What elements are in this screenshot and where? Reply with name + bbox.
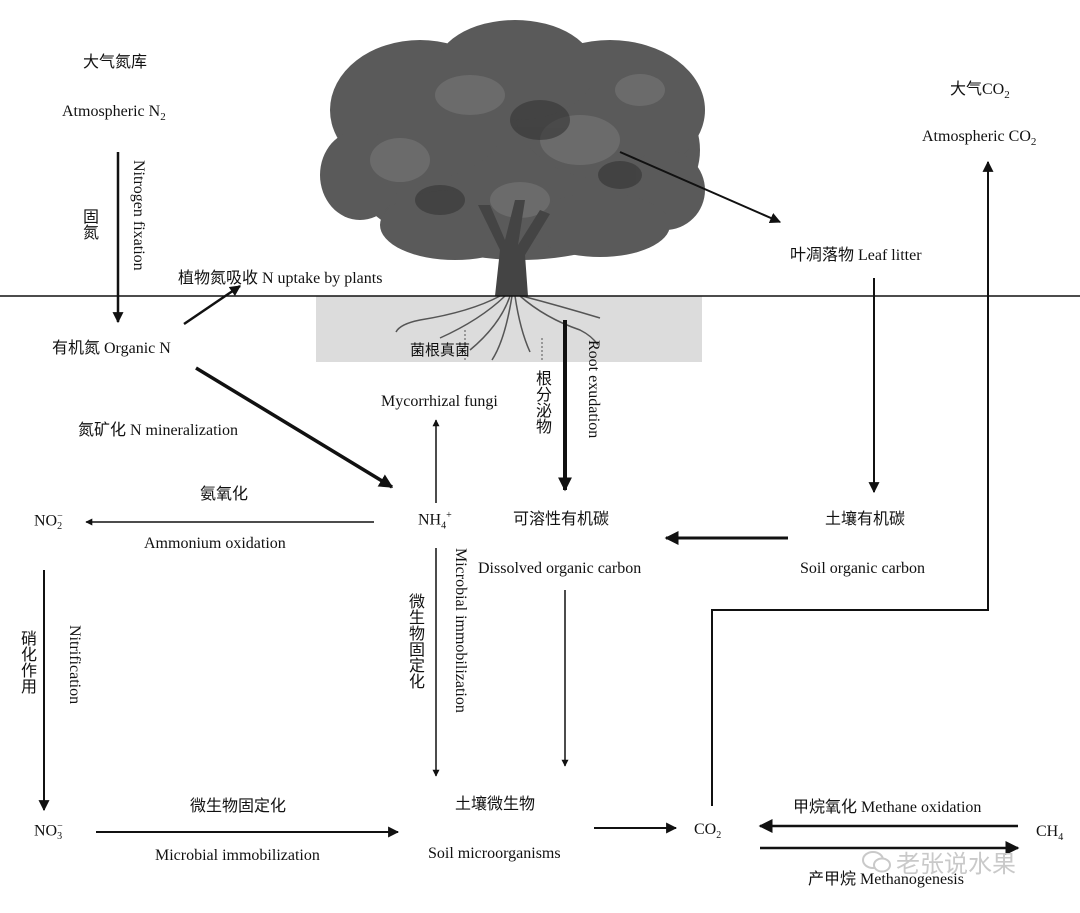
co2-label: CO2: [694, 822, 721, 841]
wechat-icon: [862, 851, 891, 873]
ch4-text: CH: [1036, 823, 1059, 840]
atmospheric-n2-en-text: Atmospheric N: [62, 103, 161, 120]
roots-illustration: [395, 295, 601, 361]
tree-illustration: [320, 20, 705, 296]
soil-microbes-en: Soil microorganisms: [428, 845, 561, 862]
ammonium-oxidation-en: Ammonium oxidation: [144, 535, 286, 552]
atmospheric-n2-subscript: 2: [160, 111, 166, 124]
root-exudation-en: Root exudation: [585, 340, 602, 439]
root-exudation-cn: 根分泌物: [533, 370, 550, 434]
nitrogen-fixation-en: Nitrogen fixation: [130, 160, 147, 271]
nitrogen-fixation-cn: 固氮: [80, 208, 97, 240]
no3-text: NO: [34, 822, 58, 840]
no3-charge: −3: [57, 822, 63, 842]
nh4-text: NH: [418, 511, 442, 529]
atmospheric-co2-cn: 大气CO2: [950, 82, 1010, 101]
n-mineralization-label: 氮矿化 N mineralization: [78, 422, 238, 439]
nitrification-en: Nitrification: [66, 625, 83, 705]
mycorrhiza-en: Mycorrhizal fungi: [381, 393, 498, 410]
atmospheric-n2-cn: 大气氮库: [83, 54, 148, 71]
doc-en: Dissolved organic carbon: [478, 560, 642, 577]
atmospheric-co2-cn-text: 大气CO: [950, 81, 1005, 98]
nh4-label: NH4+: [418, 511, 452, 532]
no2-label: NO−2: [34, 512, 63, 532]
mycorrhiza-cn: 菌根真菌: [410, 343, 471, 359]
doc-cn: 可溶性有机碳: [513, 511, 610, 528]
co2-subscript: 2: [716, 830, 722, 842]
arrow-co2-to-atmosphere: [711, 160, 994, 806]
microbial-imm-v-en: Microbial immobilization: [452, 548, 469, 713]
atmospheric-co2-en: Atmospheric CO2: [922, 129, 1036, 148]
co2-text: CO: [694, 821, 717, 838]
n-uptake-label: 植物氮吸收 N uptake by plants: [178, 270, 383, 287]
nh4-subscript: 4: [441, 520, 447, 532]
no3-superscript: −: [57, 821, 63, 832]
organic-n-label: 有机氮 Organic N: [52, 340, 171, 357]
nh4-superscript: +: [446, 510, 452, 521]
microbial-imm-v-cn: 微生物固定化: [406, 593, 423, 689]
ch4-label: CH4: [1036, 824, 1063, 843]
arrow-n-uptake: [183, 284, 241, 326]
atmospheric-co2-en-subscript: 2: [1030, 136, 1037, 149]
microbial-imm-h-en: Microbial immobilization: [155, 847, 320, 864]
microbial-imm-h-cn: 微生物固定化: [190, 798, 287, 815]
no2-subscript: 2: [57, 521, 63, 532]
no3-label: NO−3: [34, 822, 63, 842]
no2-text: NO: [34, 512, 58, 530]
methane-oxidation-label: 甲烷氧化 Methane oxidation: [793, 799, 982, 816]
watermark-text: 老张说水果: [896, 850, 1016, 878]
no2-charge: −2: [57, 512, 63, 532]
ammonium-oxidation-cn: 氨氧化: [200, 486, 249, 503]
leaf-litter-label: 叶凋落物 Leaf litter: [790, 247, 922, 264]
methanogenesis-label: 产甲烷 Methanogenesis: [808, 871, 964, 888]
root-zone-band: [316, 296, 702, 362]
arrow-leaf-litter-fall: [619, 151, 782, 224]
atmospheric-co2-cn-subscript: 2: [1004, 89, 1010, 102]
arrow-n-mineralization: [195, 366, 394, 489]
nitrification-cn: 硝化作用: [18, 630, 35, 694]
soc-cn: 土壤有机碳: [825, 511, 906, 528]
no2-superscript: −: [57, 511, 63, 522]
atmospheric-co2-en-text: Atmospheric CO: [922, 128, 1031, 145]
soc-en: Soil organic carbon: [800, 560, 926, 577]
no3-subscript: 3: [57, 831, 63, 842]
soil-microbes-cn: 土壤微生物: [455, 796, 536, 813]
ch4-subscript: 4: [1058, 832, 1064, 844]
atmospheric-n2-en: Atmospheric N2: [62, 104, 166, 123]
